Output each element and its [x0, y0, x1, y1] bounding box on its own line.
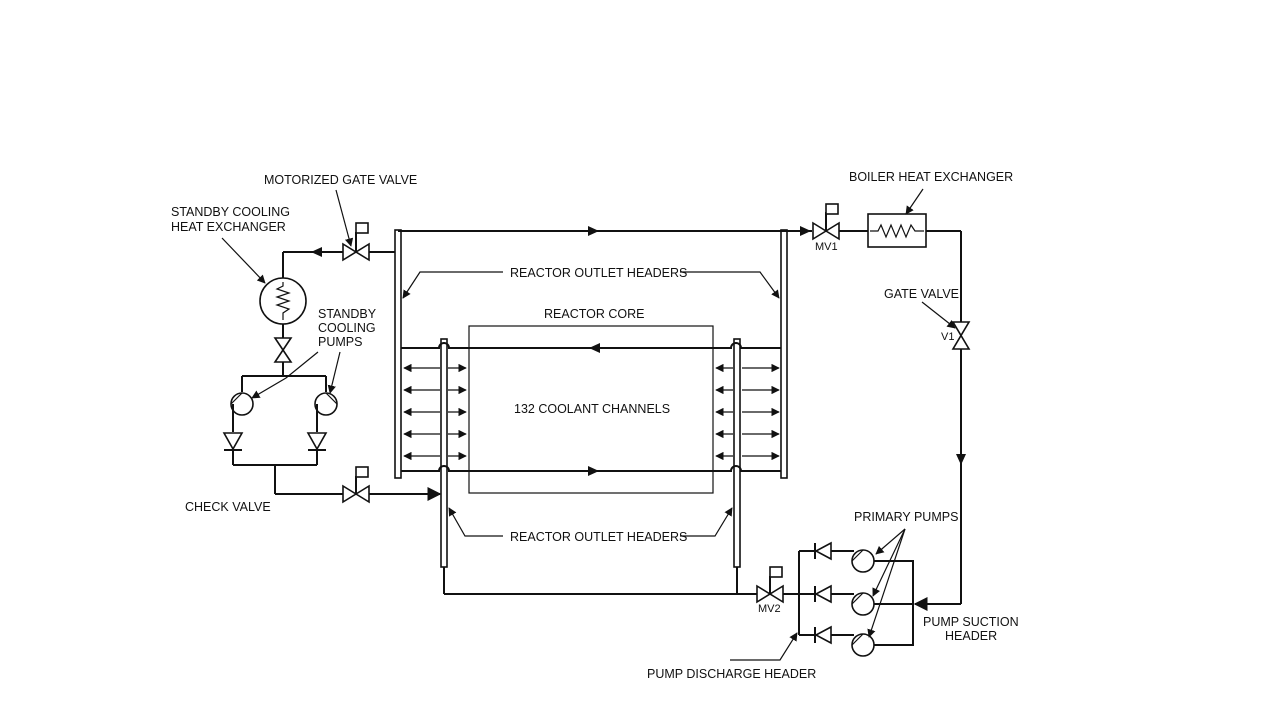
pump-suction-label-1: PUMP SUCTION [923, 615, 1019, 629]
core-pipe-top [401, 342, 781, 353]
motorized-gate-valve-label: MOTORIZED GATE VALVE [264, 173, 417, 187]
reactor-outlet-header-right [780, 229, 788, 479]
primary-pump-3-icon [851, 633, 875, 657]
primary-pump-2-icon [851, 592, 875, 616]
mv1-label: MV1 [815, 241, 838, 253]
check-valve-right-icon [306, 432, 328, 451]
standby-valve-icon [273, 337, 293, 363]
reactor-core [468, 325, 714, 494]
primary-check-valve-1-icon [814, 541, 832, 561]
coolant-channels-label: 132 COOLANT CHANNELS [514, 402, 670, 416]
gate-valve-v1-icon [951, 321, 971, 350]
reactor-outlet-headers-bottom-label: REACTOR OUTLET HEADERS [510, 530, 687, 544]
reactor-outlet-headers-top-label: REACTOR OUTLET HEADERS [510, 266, 687, 280]
gate-valve-label: GATE VALVE [884, 287, 959, 301]
mv2-valve-icon [756, 566, 784, 604]
reactor-inlet-header-left [440, 338, 448, 568]
reactor-inlet-header-right [733, 338, 741, 568]
core-pipe-bottom [401, 465, 781, 476]
check-valve-label: CHECK VALVE [185, 500, 271, 514]
standby-pump-right-icon [314, 392, 338, 416]
primary-pumps-label: PRIMARY PUMPS [854, 510, 958, 524]
mv2-label: MV2 [758, 603, 781, 615]
standby-pumps-label-3: PUMPS [318, 335, 362, 349]
leader-lines [221, 188, 956, 661]
standby-pumps-label-1: STANDBY [318, 307, 377, 321]
primary-pump-1-icon [851, 549, 875, 573]
v1-label: V1 [941, 331, 954, 343]
primary-check-valve-2-icon [814, 584, 832, 604]
standby-pipe-top [282, 247, 395, 280]
reactor-core-label: REACTOR CORE [544, 307, 644, 321]
mv1-valve-icon [812, 203, 840, 241]
standby-hx-label-1: STANDBY COOLING [171, 205, 290, 219]
primary-check-valve-3-icon [814, 625, 832, 645]
standby-heat-exchanger-icon [259, 277, 307, 325]
channel-arrows-left [403, 363, 467, 461]
boiler-hx-label: BOILER HEAT EXCHANGER [849, 170, 1013, 184]
pump-suction-label-2: HEADER [945, 629, 997, 643]
check-valve-left-icon [222, 432, 244, 451]
standby-pump-left-icon [230, 392, 254, 416]
channel-arrows-right [715, 363, 780, 461]
standby-pumps-label-2: COOLING [318, 321, 376, 335]
motorized-gate-valve-icon [342, 222, 370, 262]
boiler-heat-exchanger-icon [867, 213, 927, 248]
outlet-pipe-top [398, 226, 812, 236]
pump-discharge-header-label: PUMP DISCHARGE HEADER [647, 667, 816, 681]
standby-return-valve-icon [342, 466, 370, 504]
standby-hx-label-2: HEAT EXCHANGER [171, 220, 286, 234]
reactor-outlet-header-left [394, 229, 402, 479]
inlet-return-pipe [443, 567, 757, 595]
